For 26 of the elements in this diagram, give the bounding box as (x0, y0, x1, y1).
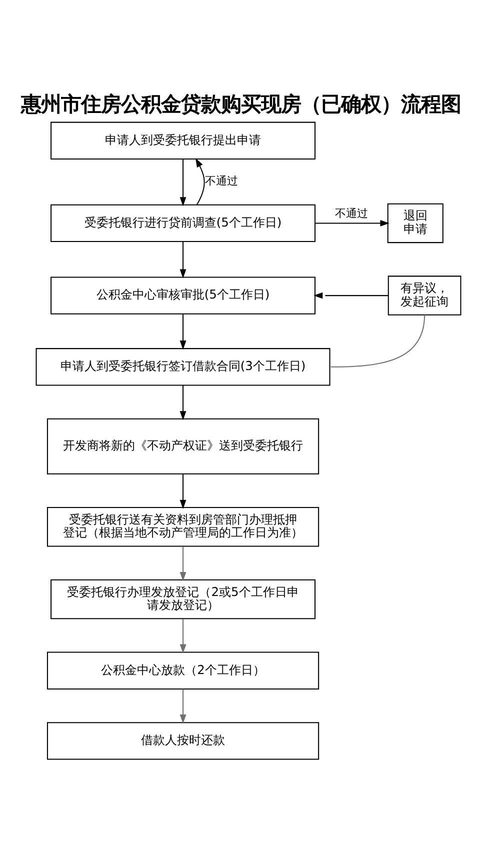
node-box: 申请人到受委托银行签订借款合同(3个工作日) (35, 348, 330, 386)
connector (330, 314, 425, 368)
arrow (179, 689, 186, 724)
node-box: 开发商将新的《不动产权证》送到受委托银行 (46, 418, 319, 474)
node-box: 公积金中心放款（2个工作日） (46, 652, 319, 690)
node-box: 公积金中心审核审批(5个工作日) (50, 276, 315, 314)
arrow (179, 474, 186, 510)
arrow (179, 242, 186, 278)
arrow (314, 220, 389, 226)
arrow (312, 292, 388, 299)
node-box: 有异议，发起征询 (387, 276, 461, 316)
diagram-title: 惠州市住房公积金贷款购买现房（已确权）流程图 (20, 92, 461, 116)
edge-label: 不通过 (204, 174, 238, 188)
arrow (179, 386, 186, 420)
edge-label: 不通过 (334, 206, 368, 220)
node-box: 退回申请 (386, 203, 443, 244)
node-box: 受委托银行进行贷前调查(5个工作日) (50, 204, 315, 242)
node-box: 申请人到受委托银行提出申请 (50, 122, 315, 160)
arrow (179, 159, 186, 206)
arrow (179, 618, 186, 654)
arrow (179, 314, 186, 350)
arrow (194, 158, 204, 206)
node-box: 受委托银行送有关资料到房管部门办理抵押登记（根据当地不动产管理局的工作日为准） (46, 507, 319, 547)
node-box: 借款人按时还款 (46, 722, 319, 760)
arrow (179, 546, 186, 582)
node-box: 受委托银行办理发放登记（2或5个工作日申请发放登记） (50, 579, 315, 620)
